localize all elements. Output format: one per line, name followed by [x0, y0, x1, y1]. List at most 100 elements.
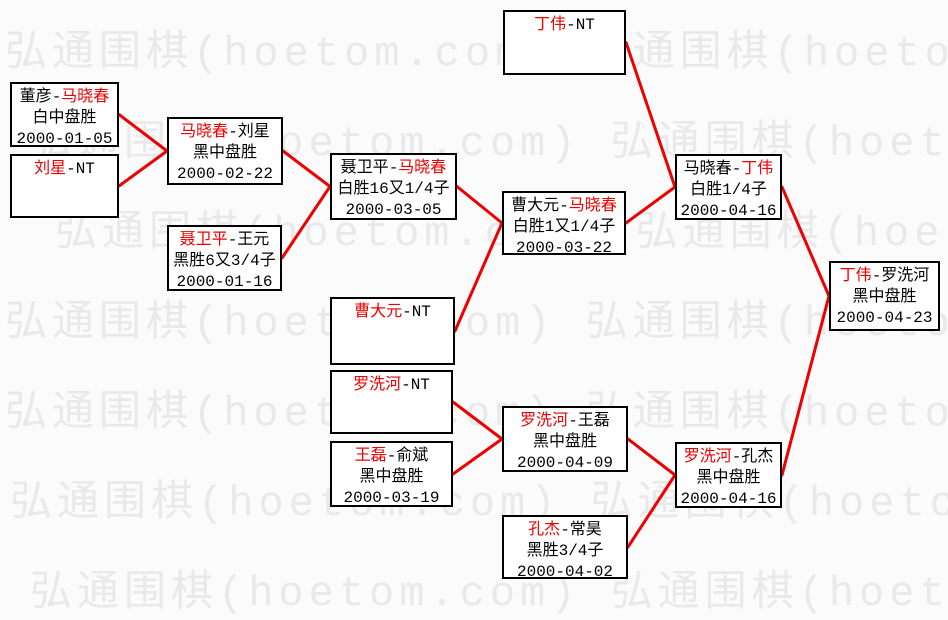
vs-hyphen: - [401, 376, 411, 394]
match-box[interactable]: 曹大元-NT [330, 297, 455, 365]
connector-line [626, 437, 677, 477]
vs-hyphen: - [227, 231, 238, 249]
player-name: NT [75, 160, 95, 178]
connector-line [280, 185, 332, 260]
connector-line [624, 185, 677, 225]
vs-hyphen: - [568, 412, 578, 430]
match-date: 2000-03-22 [515, 239, 612, 255]
player-name: 曹大元 [354, 303, 403, 321]
match-players: 曹大元-NT [332, 302, 453, 323]
vs-hyphen: - [402, 303, 412, 321]
player-name: 董彦 [19, 88, 52, 106]
player-name: 刘星 [34, 160, 67, 178]
player-name: 王磊 [577, 412, 610, 430]
player-name: 马晓春 [180, 123, 229, 141]
match-players: 董彦-马晓春 [12, 87, 117, 108]
match-players: 王磊-俞斌 [332, 446, 451, 467]
vs-hyphen: - [388, 159, 399, 177]
vs-hyphen: - [228, 123, 238, 141]
connector-line [624, 41, 677, 189]
match-box[interactable]: 罗洗河-NT [330, 370, 453, 434]
match-date: 2000-04-02 [516, 563, 613, 579]
vs-hyphen: - [51, 88, 62, 106]
match-players: 曹大元-马晓春 [504, 196, 624, 217]
match-box[interactable]: 聂卫平-马晓春白胜16又1/4子 2000-03-05 [330, 153, 457, 220]
match-date: 2000-03-05 [345, 201, 442, 219]
watermark-row: 弘通围棋(hoetom.com) 弘通围棋(hoetom.com) 弘通围棋(h… [5, 300, 948, 348]
watermark-row: 弘通围棋(hoetom.com) 弘通围棋(hoetom.com) 弘通围棋(h… [5, 30, 948, 78]
match-box[interactable]: 曹大元-马晓春白胜1又1/4子 2000-03-22 [502, 191, 626, 255]
match-result: 白胜16又1/4子 [337, 180, 450, 198]
player-name: 马晓春 [683, 160, 732, 178]
vs-hyphen: - [386, 447, 397, 465]
watermark-row: 弘通围棋(hoetom.com) 弘通围棋(hoetom.com) 弘通围棋(h… [10, 480, 948, 528]
tournament-bracket: 弘通围棋(hoetom.com) 弘通围棋(hoetom.com) 弘通围棋(h… [5, 10, 948, 618]
connector-lines [117, 41, 831, 549]
match-box[interactable]: 刘星-NT [10, 154, 119, 218]
player-name: 刘星 [237, 123, 270, 141]
player-name: 王元 [237, 231, 270, 249]
player-name: NT [575, 16, 595, 34]
player-name: 孔杰 [528, 521, 561, 539]
connector-line [117, 113, 169, 153]
player-name: NT [410, 376, 430, 394]
connector-line [281, 149, 332, 188]
watermark-row: 弘通围棋(hoetom.com) 弘通围棋(hoetom.com) 弘通围棋(h… [5, 390, 948, 438]
match-players: 马晓春-丁伟 [677, 159, 780, 180]
player-name: 丁伟 [741, 160, 774, 178]
player-name: 聂卫平 [179, 231, 228, 249]
match-result: 黑胜3/4子 [526, 542, 604, 560]
vs-hyphen: - [871, 267, 882, 285]
player-name: 罗洗河 [683, 448, 732, 466]
player-name: 丁伟 [534, 16, 567, 34]
match-players: 罗洗河-孔杰 [677, 447, 780, 468]
match-result: 黑中盘胜 [852, 288, 917, 306]
connector-line [451, 437, 504, 476]
match-result: 黑中盘胜 [696, 469, 761, 487]
match-date: 2000-03-19 [343, 489, 440, 507]
match-players: 刘星-NT [12, 159, 117, 180]
match-box[interactable]: 马晓春-丁伟白胜1/4子 2000-04-16 [675, 154, 782, 220]
connector-line [455, 185, 504, 225]
match-result: 黑胜6又3/4子 [173, 252, 276, 270]
match-players: 聂卫平-马晓春 [332, 158, 455, 179]
connector-line [780, 185, 831, 298]
player-name: 丁伟 [839, 267, 872, 285]
player-name: 罗洗河 [520, 412, 569, 430]
match-box[interactable]: 孔杰-常昊黑胜3/4子 2000-04-02 [502, 515, 628, 579]
match-result: 白胜1/4子 [690, 181, 767, 199]
player-name: 马晓春 [61, 88, 110, 106]
vs-hyphen: - [566, 16, 576, 34]
connector-line [451, 400, 504, 441]
match-players: 罗洗河-NT [332, 375, 451, 396]
player-name: 马晓春 [568, 197, 617, 215]
match-date: 2000-04-16 [680, 202, 777, 220]
vs-hyphen: - [66, 160, 76, 178]
player-name: 俞斌 [396, 447, 429, 465]
match-players: 孔杰-常昊 [504, 520, 626, 541]
connector-line [117, 149, 169, 188]
match-date: 2000-04-09 [516, 454, 613, 472]
match-players: 马晓春-刘星 [169, 122, 281, 143]
match-players: 丁伟-罗洗河 [831, 266, 938, 287]
match-result: 黑中盘胜 [359, 468, 424, 486]
player-name: NT [411, 303, 431, 321]
match-result: 黑中盘胜 [532, 433, 597, 451]
player-name: 聂卫平 [340, 159, 389, 177]
match-result: 白胜1又1/4子 [512, 218, 616, 236]
vs-hyphen: - [560, 521, 570, 539]
match-result: 白中盘胜 [32, 109, 97, 127]
player-name: 王磊 [354, 447, 387, 465]
match-players: 罗洗河-王磊 [504, 411, 626, 432]
player-name: 罗洗河 [881, 267, 930, 285]
match-box[interactable]: 丁伟-NT [503, 10, 626, 75]
player-name: 孔杰 [741, 448, 774, 466]
match-result: 黑中盘胜 [192, 144, 257, 162]
